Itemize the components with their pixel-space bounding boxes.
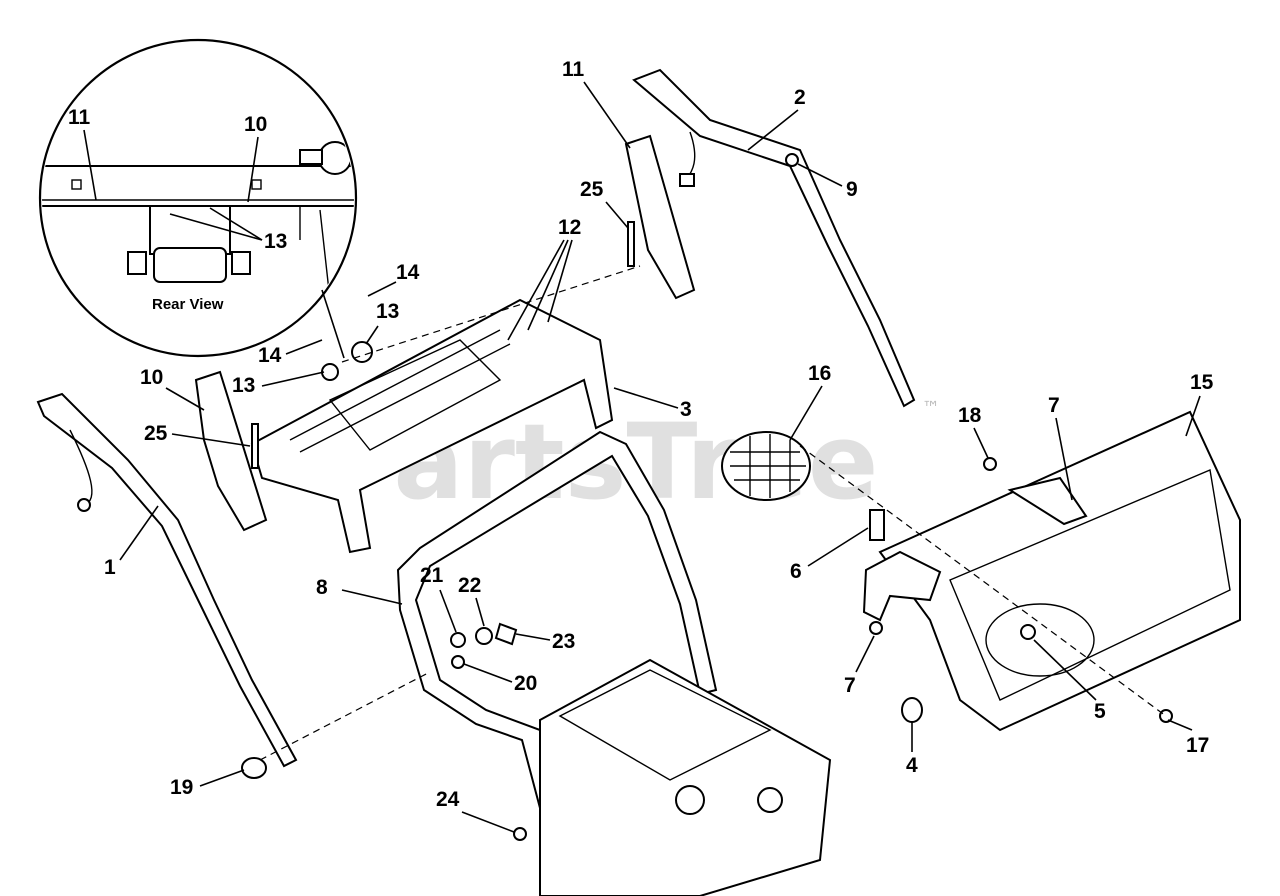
callout-1: 1 [104,556,116,579]
callout-14-left: 14 [258,344,282,367]
callout-15: 15 [1190,371,1214,394]
callout-7-top: 7 [1048,394,1060,417]
rod-25-left [251,423,259,469]
callout-10: 10 [140,366,163,389]
pivot-13b [321,363,339,381]
callout-24: 24 [436,788,460,811]
inset-connector [321,289,345,359]
headlight [721,431,811,501]
callout-20: 20 [514,672,537,695]
callout-5: 5 [1094,700,1106,723]
carriage-bolt-20 [451,655,465,669]
inset-caption: Rear View [152,296,224,313]
left-handle [36,392,298,768]
left-handle-bracket [194,370,268,532]
lower-handle-frame [396,430,718,810]
knob-4 [901,697,923,723]
callout-2: 2 [794,86,806,109]
callout-3: 3 [680,398,692,421]
assembly-line-19 [259,671,431,761]
right-handle-bracket [624,134,696,300]
callout-7-bottom: 7 [844,674,856,697]
inset-label-10: 10 [244,113,267,136]
washer-21 [450,632,466,648]
rear-view-inset: 11 10 13 Rear View [38,38,358,358]
callout-25-left: 25 [144,422,168,445]
callouts: 1 2 3 4 5 6 7 7 8 9 10 11 12 13 13 14 [104,58,1214,833]
rod-25-right [627,221,635,267]
assembly-line-12 [341,265,641,363]
callout-8: 8 [316,576,328,599]
headlight-housing [878,410,1241,732]
callout-23: 23 [552,630,575,653]
knob-19 [241,757,267,779]
watermark-trademark: ™ [922,398,940,419]
callout-17: 17 [1186,734,1209,757]
callout-25-right: 25 [580,178,604,201]
screw-18 [983,457,997,471]
nut-7 [869,621,883,635]
mount-bracket [862,550,942,622]
callout-13-left: 13 [232,374,255,397]
callout-14-top: 14 [396,261,420,284]
callout-19: 19 [170,776,193,799]
wing-nut-23 [494,622,518,646]
callout-16: 16 [808,362,831,385]
bolt-24 [513,827,527,841]
inset-label-13: 13 [264,230,287,253]
callout-21: 21 [420,564,444,587]
console-panel [250,298,614,554]
pivot-13 [351,341,373,363]
callout-6: 6 [790,560,802,583]
mount-bolt [869,509,885,541]
callout-11: 11 [562,58,585,81]
callout-18: 18 [958,404,982,427]
washer-22 [475,627,493,645]
callout-9: 9 [846,178,858,201]
callout-13-top: 13 [376,300,399,323]
inset-label-11: 11 [68,106,91,129]
assembly-line-17 [799,445,1167,717]
callout-12: 12 [558,216,581,239]
callout-4: 4 [906,754,918,777]
screw-9 [785,153,799,167]
screw-17 [1159,709,1173,723]
engine-housing [539,658,832,896]
callout-22: 22 [458,574,481,597]
